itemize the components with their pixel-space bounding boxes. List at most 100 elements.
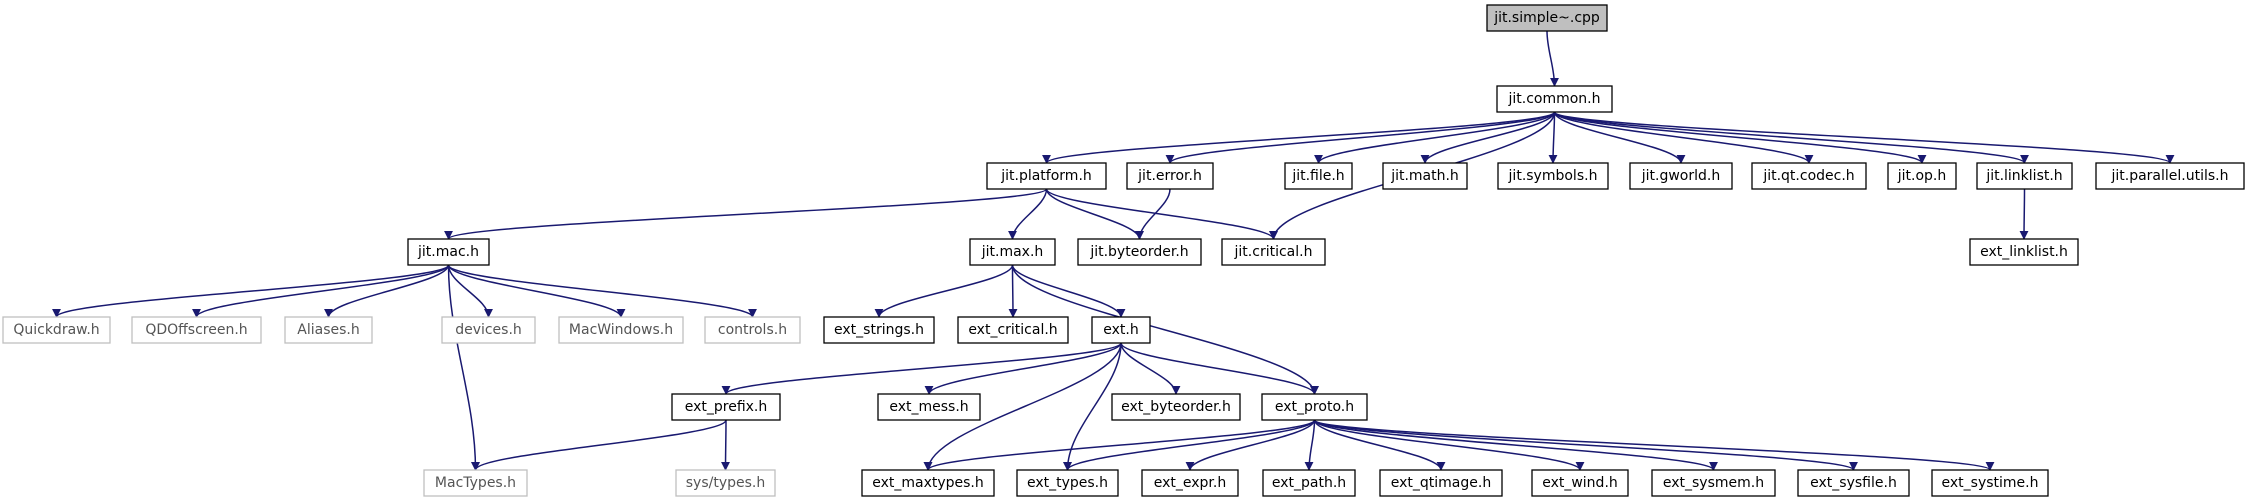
node-label: jit.file.h — [1291, 168, 1344, 184]
node-label: ext.h — [1103, 322, 1138, 338]
node-label: jit.max.h — [981, 244, 1044, 260]
node-jit-qt-codec-h[interactable]: jit.qt.codec.h — [1751, 162, 1867, 190]
node-ext-expr-h[interactable]: ext_expr.h — [1141, 469, 1239, 497]
node-label: ext_strings.h — [834, 322, 924, 338]
edge-linklist-to-ext_linklist — [2019, 188, 2029, 240]
node-jit-symbols-h[interactable]: jit.symbols.h — [1497, 162, 1609, 190]
edge-mac-to-aliases — [324, 264, 450, 318]
node-label: ext_systime.h — [1942, 475, 2039, 491]
node-label: Quickdraw.h — [13, 322, 99, 338]
node-jit-file-h[interactable]: jit.file.h — [1284, 162, 1353, 190]
node-label: jit.symbols.h — [1508, 168, 1598, 184]
edge-max-to-ext_critical — [1008, 264, 1018, 318]
node-ext-strings-h[interactable]: ext_strings.h — [823, 316, 935, 344]
node-label: jit.simple~.cpp — [1493, 10, 1600, 26]
edge-ext-to-ext_prefix — [721, 342, 1122, 395]
node-qdoffscreen-h[interactable]: QDOffscreen.h — [131, 316, 262, 344]
node-ext-qtimage-h[interactable]: ext_qtimage.h — [1379, 469, 1503, 497]
node-jit-common-h[interactable]: jit.common.h — [1496, 85, 1613, 113]
edge-ext_prefix-to-systypes — [721, 419, 731, 471]
node-jit-critical-h[interactable]: jit.critical.h — [1221, 238, 1326, 266]
node-label: QDOffscreen.h — [145, 322, 247, 338]
node-ext-mess-h[interactable]: ext_mess.h — [877, 393, 981, 421]
node-jit-byteorder-h[interactable]: jit.byteorder.h — [1077, 238, 1202, 266]
node-label: sys/types.h — [686, 475, 765, 491]
edge-mac-to-macwin — [447, 264, 626, 318]
node-label: Aliases.h — [297, 322, 359, 338]
node-macwindows-h[interactable]: MacWindows.h — [558, 316, 684, 344]
node-label: ext_path.h — [1272, 475, 1346, 491]
edge-ext_proto-to-ext_wind — [1313, 419, 1585, 471]
node-ext-path-h[interactable]: ext_path.h — [1262, 469, 1356, 497]
node-label: jit.critical.h — [1234, 244, 1313, 260]
edge-common-to-gworld — [1553, 111, 1686, 164]
edge-ext_proto-to-ext_sysfile — [1313, 419, 1858, 471]
node-jit-op-h[interactable]: jit.op.h — [1887, 162, 1957, 190]
node-jit-platform-h[interactable]: jit.platform.h — [986, 162, 1107, 190]
node-label: jit.linklist.h — [1985, 168, 2062, 184]
node-ext-critical-h[interactable]: ext_critical.h — [957, 316, 1069, 344]
node-label: ext_mess.h — [889, 399, 968, 415]
node-ext-prefix-h[interactable]: ext_prefix.h — [671, 393, 781, 421]
edge-ext_proto-to-ext_systime — [1313, 419, 1995, 471]
node-label: ext_expr.h — [1154, 475, 1226, 491]
node-label: ext_types.h — [1027, 475, 1108, 491]
node-label: ext_qtimage.h — [1391, 475, 1491, 491]
edge-platform-to-critical — [1045, 188, 1278, 240]
edge-max-to-ext_strings — [874, 264, 1014, 318]
node-jit-simple-cpp[interactable]: jit.simple~.cpp — [1486, 4, 1608, 32]
edge-mac-to-mactypes — [447, 264, 480, 471]
node-ext-byteorder-h[interactable]: ext_byteorder.h — [1111, 393, 1241, 421]
edge-platform-to-max — [1008, 188, 1048, 240]
node-devices-h[interactable]: devices.h — [441, 316, 536, 344]
node-jit-math-h[interactable]: jit.math.h — [1382, 162, 1468, 190]
node-jit-error-h[interactable]: jit.error.h — [1126, 162, 1214, 190]
edge-ext-to-ext_maxtypes — [923, 342, 1122, 471]
node-jit-parallel-utils-h[interactable]: jit.parallel.utils.h — [2095, 162, 2245, 190]
node-ext-systime-h[interactable]: ext_systime.h — [1931, 469, 2049, 497]
edge-common-to-platform — [1042, 111, 1556, 164]
edge-ext_prefix-to-mactypes — [471, 419, 727, 471]
node-ext-sysfile-h[interactable]: ext_sysfile.h — [1797, 469, 1910, 497]
node-label: jit.error.h — [1137, 168, 1202, 184]
node-label: ext_prefix.h — [685, 399, 768, 415]
edge-common-to-linklist — [1553, 111, 2029, 164]
edge-mac-to-controls — [447, 264, 757, 318]
node-label: ext_linklist.h — [1980, 244, 2068, 260]
edges-layer — [52, 30, 2175, 471]
node-ext-wind-h[interactable]: ext_wind.h — [1531, 469, 1629, 497]
node-controls-h[interactable]: controls.h — [704, 316, 801, 344]
edge-max-to-ext_proto — [1011, 264, 1319, 395]
node-ext-proto-h[interactable]: ext_proto.h — [1261, 393, 1368, 421]
node-label: ext_sysmem.h — [1663, 475, 1764, 491]
node-label: jit.parallel.utils.h — [2110, 168, 2228, 184]
node-label: jit.byteorder.h — [1089, 244, 1188, 260]
node-jit-linklist-h[interactable]: jit.linklist.h — [1976, 162, 2073, 190]
node-ext-sysmem-h[interactable]: ext_sysmem.h — [1651, 469, 1776, 497]
edge-common-to-error — [1165, 111, 1556, 164]
node-jit-gworld-h[interactable]: jit.gworld.h — [1629, 162, 1733, 190]
edge-common-to-op — [1553, 111, 1927, 164]
node-ext-linklist-h[interactable]: ext_linklist.h — [1969, 238, 2079, 266]
edge-common-to-math — [1420, 111, 1556, 164]
node-label: devices.h — [455, 322, 522, 338]
node-mactypes-h[interactable]: MacTypes.h — [423, 469, 528, 497]
edge-ext_proto-to-ext_path — [1304, 419, 1316, 471]
node-label: jit.qt.codec.h — [1762, 168, 1854, 184]
node-ext-h[interactable]: ext.h — [1091, 316, 1151, 344]
node-label: jit.gworld.h — [1641, 168, 1720, 184]
node-jit-max-h[interactable]: jit.max.h — [969, 238, 1056, 266]
node-jit-mac-h[interactable]: jit.mac.h — [407, 238, 490, 266]
node-quickdraw-h[interactable]: Quickdraw.h — [2, 316, 111, 344]
node-aliases-h[interactable]: Aliases.h — [284, 316, 373, 344]
node-ext-types-h[interactable]: ext_types.h — [1016, 469, 1119, 497]
edge-common-to-qtcodec — [1553, 111, 1814, 164]
edge-common-to-parallel — [1553, 111, 2175, 164]
node-label: ext_maxtypes.h — [872, 475, 984, 491]
node-label: jit.op.h — [1897, 168, 1947, 184]
node-ext-maxtypes-h[interactable]: ext_maxtypes.h — [861, 469, 995, 497]
node-sys-types-h[interactable]: sys/types.h — [675, 469, 776, 497]
edge-mac-to-devices — [447, 264, 493, 318]
edge-ext-to-ext_mess — [924, 342, 1122, 395]
